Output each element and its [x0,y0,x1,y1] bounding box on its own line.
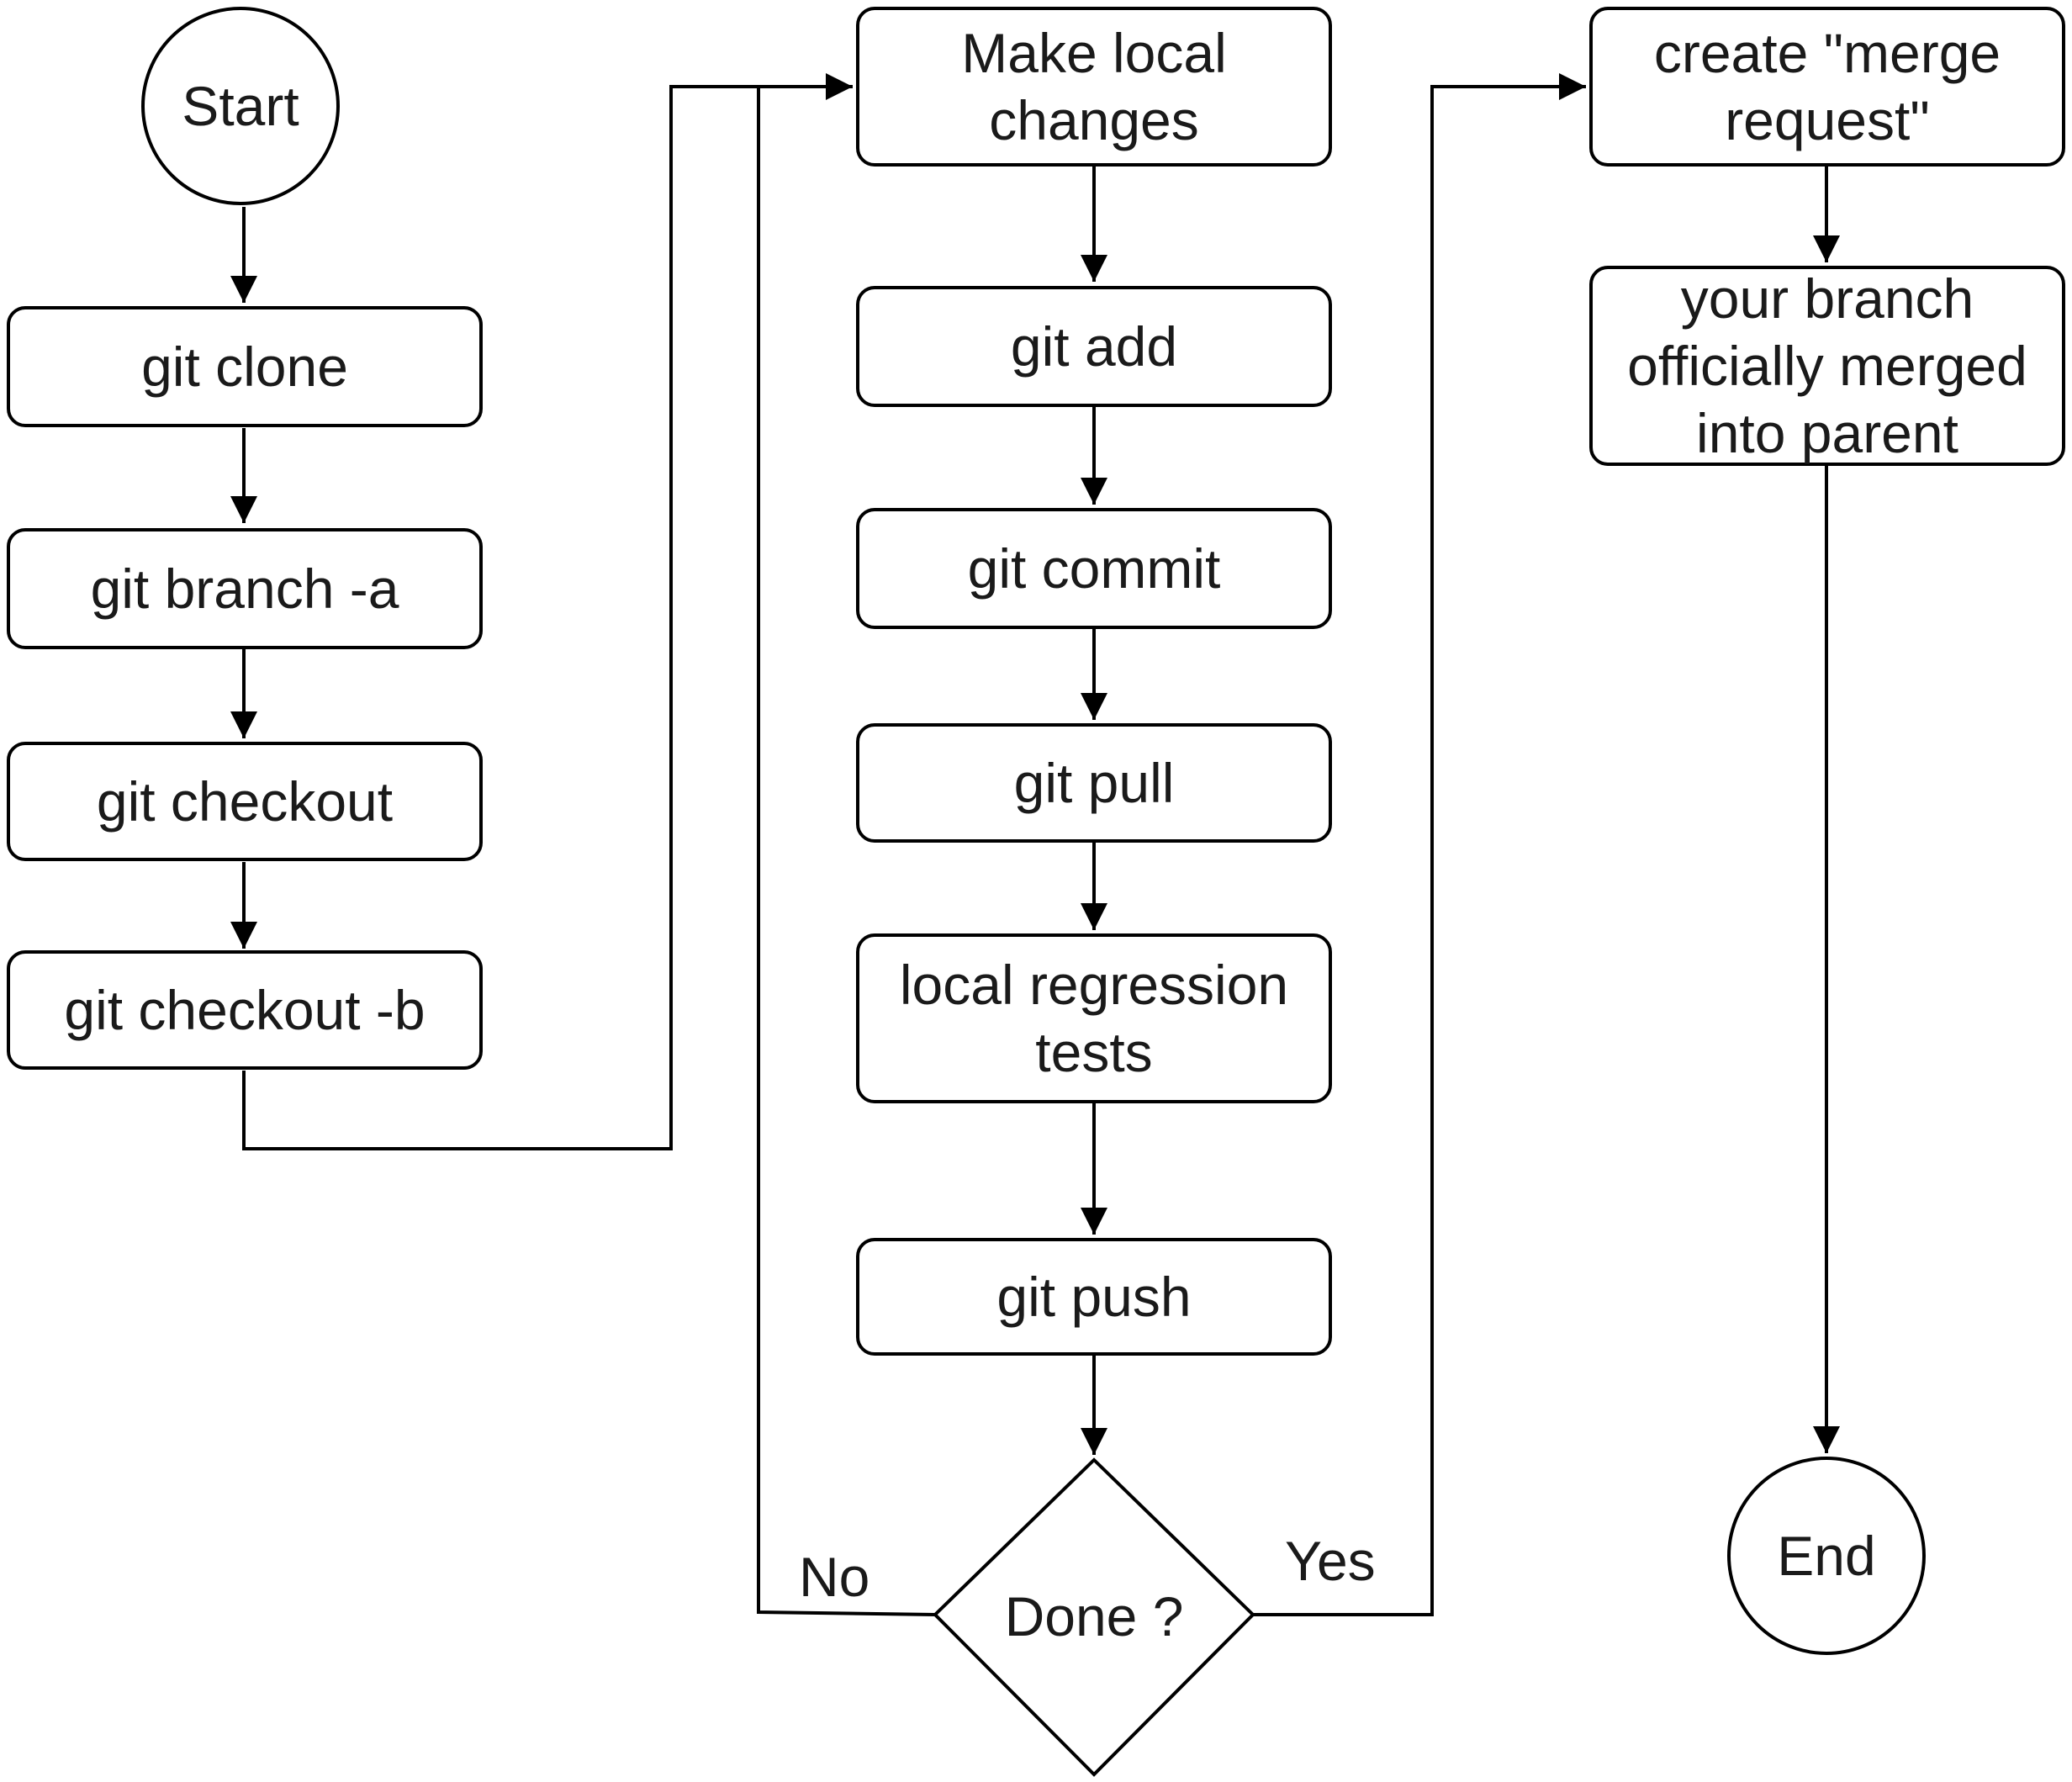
decision-no-label: No [799,1546,870,1608]
git-add-label: git add [1010,315,1178,378]
end-label: End [1777,1525,1876,1587]
arrowhead [230,276,257,303]
start-label: Start [182,75,299,137]
create-merge-request-box: create "merge request" [1589,7,2065,167]
git-checkout-box: git checkout [7,742,483,861]
local-regression-tests-box: local regression tests [856,933,1332,1103]
create-merge-request-label: create "merge request" [1653,22,2001,151]
decision-diamond [933,1457,1255,1777]
git-push-label: git push [996,1266,1192,1328]
arrowhead [1813,1426,1840,1453]
arrowhead [230,922,257,949]
git-checkout-b-label: git checkout -b [64,979,426,1041]
git-checkout-label: git checkout [96,770,394,833]
arrowhead [1081,478,1107,505]
decision-yes-label: Yes [1285,1530,1376,1592]
git-branch-a-label: git branch -a [90,558,399,620]
arrow-decision-no-loop [757,87,936,1616]
git-push-box: git push [856,1238,1332,1356]
branch-merged-box: your branch officially merged into paren… [1589,266,2065,466]
arrow-decision-yes-to-merge-request [1253,85,1586,1616]
git-pull-label: git pull [1013,752,1175,814]
git-pull-box: git pull [856,723,1332,843]
make-local-changes-box: Make local changes [856,7,1332,167]
arrowhead [1559,73,1586,100]
local-regression-tests-label: local regression tests [899,954,1289,1083]
arrowhead [1081,903,1107,930]
git-commit-box: git commit [856,508,1332,629]
git-checkout-b-box: git checkout -b [7,950,483,1070]
end-node: End [1727,1457,1926,1655]
decision-label: Done ? [1004,1585,1184,1647]
git-clone-box: git clone [7,306,483,427]
arrowhead [1813,235,1840,262]
arrowhead [1081,693,1107,720]
make-local-changes-label: Make local changes [961,22,1227,151]
arrowhead [1081,1428,1107,1455]
start-node: Start [141,7,340,205]
branch-merged-label: your branch officially merged into paren… [1627,267,2027,464]
arrow-git-checkout-b-to-make-local-changes [242,85,853,1150]
arrowhead [230,496,257,523]
git-clone-label: git clone [141,336,348,398]
arrowhead [1081,1208,1107,1235]
git-commit-label: git commit [967,537,1221,600]
git-add-box: git add [856,286,1332,407]
git-branch-a-box: git branch -a [7,528,483,649]
arrowhead [230,711,257,738]
arrowhead [826,73,853,100]
arrowhead [1081,255,1107,282]
